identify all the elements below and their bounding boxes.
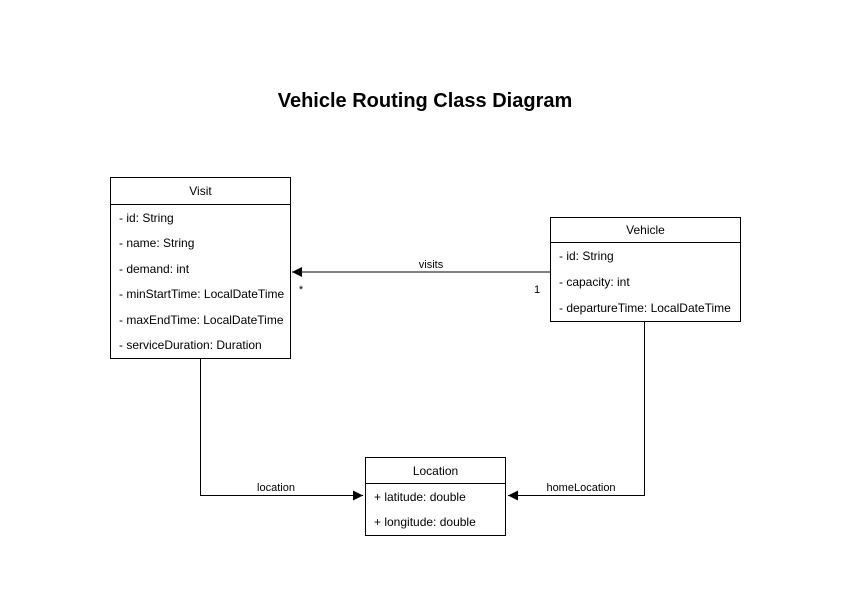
multiplicity-visits-source: 1 — [533, 284, 541, 296]
class-title-vehicle: Vehicle — [551, 218, 740, 243]
attr-visit-serviceduration: - serviceDuration: Duration — [119, 338, 262, 353]
attr-visit-name: - name: String — [119, 236, 195, 251]
attr-vehicle-id: - id: String — [559, 249, 614, 263]
edge-label-homelocation: homeLocation — [544, 482, 618, 494]
multiplicity-visits-target: * — [298, 284, 304, 296]
attr-vehicle-capacity: - capacity: int — [559, 275, 630, 289]
attr-vehicle-departuretime: - departureTime: LocalDateTime — [559, 301, 731, 315]
edge-vehicle-homelocation[interactable] — [508, 322, 645, 501]
diagram-title: Vehicle Routing Class Diagram — [277, 90, 573, 112]
class-attrs-location: + latitude: double + longitude: double — [366, 484, 505, 535]
edge-label-visits: visits — [416, 259, 446, 271]
attr-visit-minstarttime: - minStartTime: LocalDateTime — [119, 287, 285, 302]
class-box-vehicle[interactable]: Vehicle - id: String - capacity: int - d… — [550, 217, 741, 322]
class-attrs-vehicle: - id: String - capacity: int - departure… — [551, 243, 740, 321]
attr-location-latitude: + latitude: double — [374, 489, 466, 504]
attr-visit-id: - id: String — [119, 210, 174, 225]
attr-visit-demand: - demand: int — [119, 261, 190, 276]
attr-location-longitude: + longitude: double — [374, 515, 476, 530]
edge-label-location: location — [255, 482, 297, 494]
edge-visit-location[interactable] — [200, 359, 364, 501]
class-box-visit[interactable]: Visit - id: String - name: String - dema… — [110, 177, 291, 359]
class-attrs-visit: - id: String - name: String - demand: in… — [111, 205, 290, 358]
class-box-location[interactable]: Location + latitude: double + longitude:… — [365, 457, 506, 536]
class-title-visit: Visit — [111, 178, 290, 205]
class-title-location: Location — [366, 458, 505, 484]
attr-visit-maxendtime: - maxEndTime: LocalDateTime — [119, 312, 284, 327]
